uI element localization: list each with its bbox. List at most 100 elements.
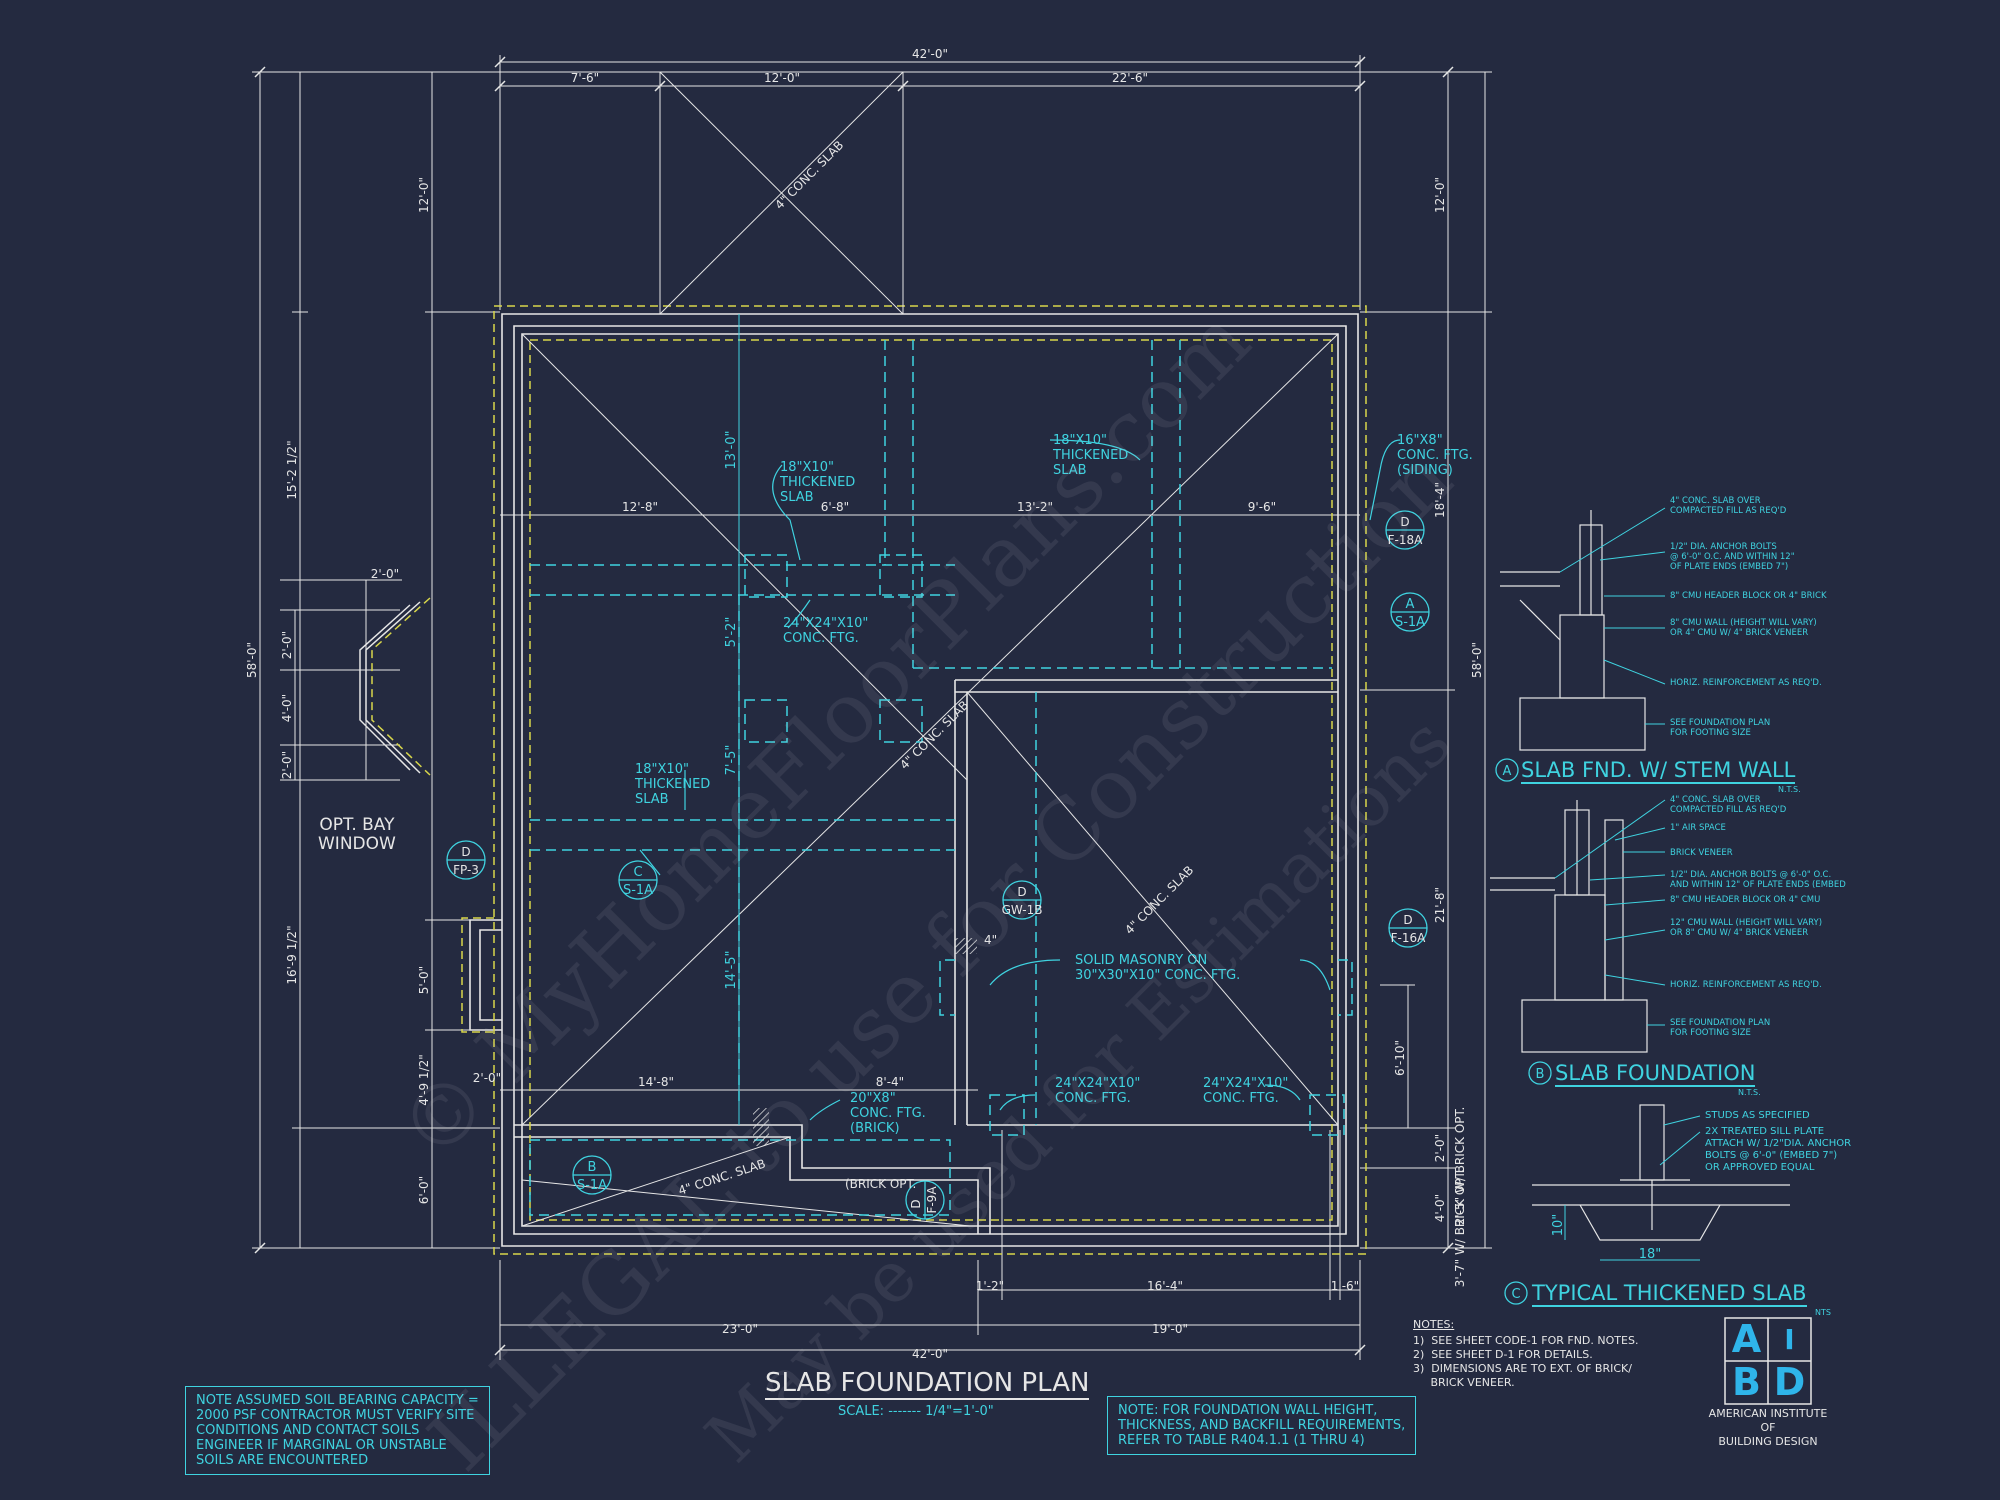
detail-title-letters: A B C [1503, 764, 1545, 1302]
callout-texts: D F-18A A S-1A D FP-3 C S-1A D GW-1B D F… [453, 515, 1426, 1214]
callout-a-s1a-bottom: S-1A [1395, 615, 1425, 630]
dim-horiz-3: 13'-2" [1017, 500, 1053, 514]
dim-bay-left: 5'-0" [417, 966, 431, 994]
label-conc-slab-top: 4" CONC. SLAB [772, 138, 846, 212]
label-thick-slab-2: 18"x10" THICKENED SLAB [1053, 433, 1129, 478]
foundation-walls [469, 313, 1359, 1247]
callout-d-f16a-top: D [1403, 913, 1412, 927]
detail-b-title: SLAB FOUNDATION [1555, 1061, 1756, 1087]
detail-b-nts: N.T.S. [1738, 1088, 1761, 1097]
callout-d-f18a-bottom: F-18A [1388, 533, 1424, 547]
dim-top-seg2: 12'-0" [764, 71, 800, 85]
detail-b-note-7: HORIZ. REINFORCEMENT AS REQ'D. [1670, 980, 1822, 990]
dim-right-seg5: 6'-10" [1393, 1040, 1407, 1076]
callout-d-f9a-bottom: F-9A [925, 1186, 939, 1214]
dimension-texts: 42'-0" 7'-6" 12'-0" 22'-6" 58'-0" 12'-0"… [245, 47, 1484, 1361]
dim-brick-opt-1: 2'-5" W/ BRICK OPT. [1453, 1107, 1467, 1226]
label-conc-ftg-siding: 16"x8" CONC. FTG. (SIDING) [1397, 433, 1473, 478]
detail-b-note-5: 8" CMU HEADER BLOCK OR 4" CMU [1670, 895, 1821, 905]
detail-b-note-4: 1/2" DIA. ANCHOR BOLTS @ 6'-0" O.C. AND … [1670, 870, 1846, 890]
detail-a-note-1: 4" CONC. SLAB OVER COMPACTED FILL AS REQ… [1670, 496, 1787, 516]
callout-c-s1a-top: C [633, 865, 642, 880]
dim-bottom-inner2: 16'-4" [1147, 1279, 1183, 1293]
plan-title: SLAB FOUNDATION PLAN [765, 1368, 1090, 1400]
dim-left-seg3: 4'-9 1/2" [417, 1054, 431, 1106]
callout-d-f16a-bottom: F-16A [1391, 931, 1427, 945]
detail-b-drawing [1490, 800, 1648, 1053]
detail-c-dim: 18" [1639, 1247, 1662, 1262]
detail-a-leaders [1559, 507, 1666, 725]
logo-letter-d: D [1773, 1360, 1806, 1404]
dim-bottom-seg2: 19'-0" [1152, 1322, 1188, 1336]
bay-window-outline [359, 601, 421, 774]
detail-c-nts: NTS [1815, 1308, 1831, 1317]
dim-brick-opt-2: 3'-7" W/ BRICK OPT. [1453, 1169, 1467, 1288]
dim-vert-3: 7'-5" [724, 745, 739, 776]
logo-frame [1724, 1317, 1812, 1405]
detail-b-leaders [1554, 799, 1666, 1026]
label-conc-ftg-24-bl: 24"x24"x10" CONC. FTG. [1055, 1076, 1141, 1106]
dim-left-seg4: 6'-0" [417, 1176, 431, 1204]
callout-b-s1a-top: B [588, 1160, 597, 1175]
detail-b-note-8: SEE FOUNDATION PLAN FOR FOOTING SIZE [1670, 1018, 1771, 1038]
dim-bot-h1: 14'-8" [638, 1075, 674, 1089]
label-thick-slab-1: 18"x10" THICKENED SLAB [780, 460, 856, 505]
dim-bottom-inner1: 1'-2" [976, 1279, 1004, 1293]
dim-right-seg1: 18'-4" [1433, 482, 1447, 518]
dim-top-seg1: 7'-6" [571, 71, 599, 85]
dim-bay-v3: 2'-0" [280, 751, 294, 779]
dim-vert-4: 14'-5" [724, 950, 739, 989]
dim-left-seg2: 16'-9 1/2" [285, 925, 299, 984]
callout-d-f9a-top: D [909, 1199, 923, 1208]
detail-c-note-1: STUDS AS SPECIFIED [1705, 1110, 1810, 1121]
dim-four-in: 4" [984, 933, 997, 947]
dim-right-seg2: 21'-8" [1433, 887, 1447, 923]
callout-d-fp3-bottom: FP-3 [453, 863, 479, 877]
masonry-hatch-2 [753, 1108, 769, 1146]
label-conc-ftg-brick: 20"x8" CONC. FTG. (BRICK) [850, 1091, 926, 1136]
dimension-lines [252, 55, 1492, 1360]
dim-top-overall: 42'-0" [912, 47, 948, 61]
slab-edge-dashed [371, 305, 1367, 1255]
detail-a-title: SLAB FND. W/ STEM WALL [1521, 758, 1796, 784]
dim-left-overall: 58'-0" [245, 642, 259, 678]
notes-items: 1) SEE SHEET CODE-1 FOR FND. NOTES. 2) S… [1413, 1334, 1639, 1389]
label-thick-slab-3: 18"x10" THICKENED SLAB [635, 762, 711, 807]
detail-c-note-2: 2x TREATED SILL PLATE ATTACH W/ 1/2"DIA.… [1705, 1126, 1852, 1173]
detail-a-nts: N.T.S. [1778, 785, 1801, 794]
logo-letter-a: A [1731, 1317, 1762, 1361]
dim-right-seg3: 2'-0" [1433, 1134, 1447, 1162]
foundation-wall-note: NOTE: FOR FOUNDATION WALL HEIGHT, THICKN… [1107, 1396, 1417, 1455]
callout-d-f18a-top: D [1400, 515, 1409, 529]
leader-lines [639, 439, 1401, 1121]
dim-top-seg3: 22'-6" [1112, 71, 1148, 85]
dim-bay-w: 2'-0" [371, 567, 399, 581]
callout-a-s1a-top: A [1406, 597, 1415, 612]
detail-b-note-3: BRICK VENEER [1670, 848, 1733, 858]
label-conc-ftg-24-mid: 24"x24"x10" CONC. FTG. [783, 616, 869, 646]
detail-title-circles [1495, 758, 1552, 1305]
notes-heading: NOTES: [1413, 1318, 1455, 1331]
dim-horiz-4: 9'-6" [1248, 500, 1276, 514]
detail-c-drawing [1532, 1104, 1790, 1241]
plan-scale: SCALE: ------- 1/4"=1'-0" [838, 1404, 994, 1419]
callout-d-gw1b-bottom: GW-1B [1002, 903, 1043, 917]
dim-left-seg1: 15'-2 1/2" [285, 440, 299, 499]
dim-right-top: 12'-0" [1433, 177, 1447, 213]
detail-a-note-3: 8" CMU HEADER BLOCK OR 4" BRICK [1670, 591, 1827, 601]
detail-a-drawing [1500, 510, 1646, 751]
logo-letter-b: B [1732, 1360, 1761, 1404]
label-solid-masonry: SOLID MASONRY ON 30"x30"x10" CONC. FTG. [1075, 953, 1241, 983]
detail-b-letter: B [1536, 1067, 1545, 1082]
dim-bottom-inner3: 1'-6" [1331, 1279, 1359, 1293]
dim-horiz-1: 12'-8" [622, 500, 658, 514]
detail-a-note-4: 8" CMU WALL (HEIGHT WILL VARY) OR 4" CMU… [1670, 618, 1817, 638]
callout-c-s1a-bottom: S-1A [623, 883, 653, 898]
callout-d-gw1b-top: D [1017, 885, 1026, 899]
soil-bearing-note: NOTE ASSUMED SOIL BEARING CAPACITY = 200… [185, 1386, 490, 1475]
detail-b-note-1: 4" CONC. SLAB OVER COMPACTED FILL AS REQ… [1670, 795, 1787, 815]
dim-vert-2: 5'-2" [724, 617, 739, 648]
dim-bay-v1: 2'-0" [280, 631, 294, 659]
detail-c-letter: C [1511, 1287, 1520, 1302]
